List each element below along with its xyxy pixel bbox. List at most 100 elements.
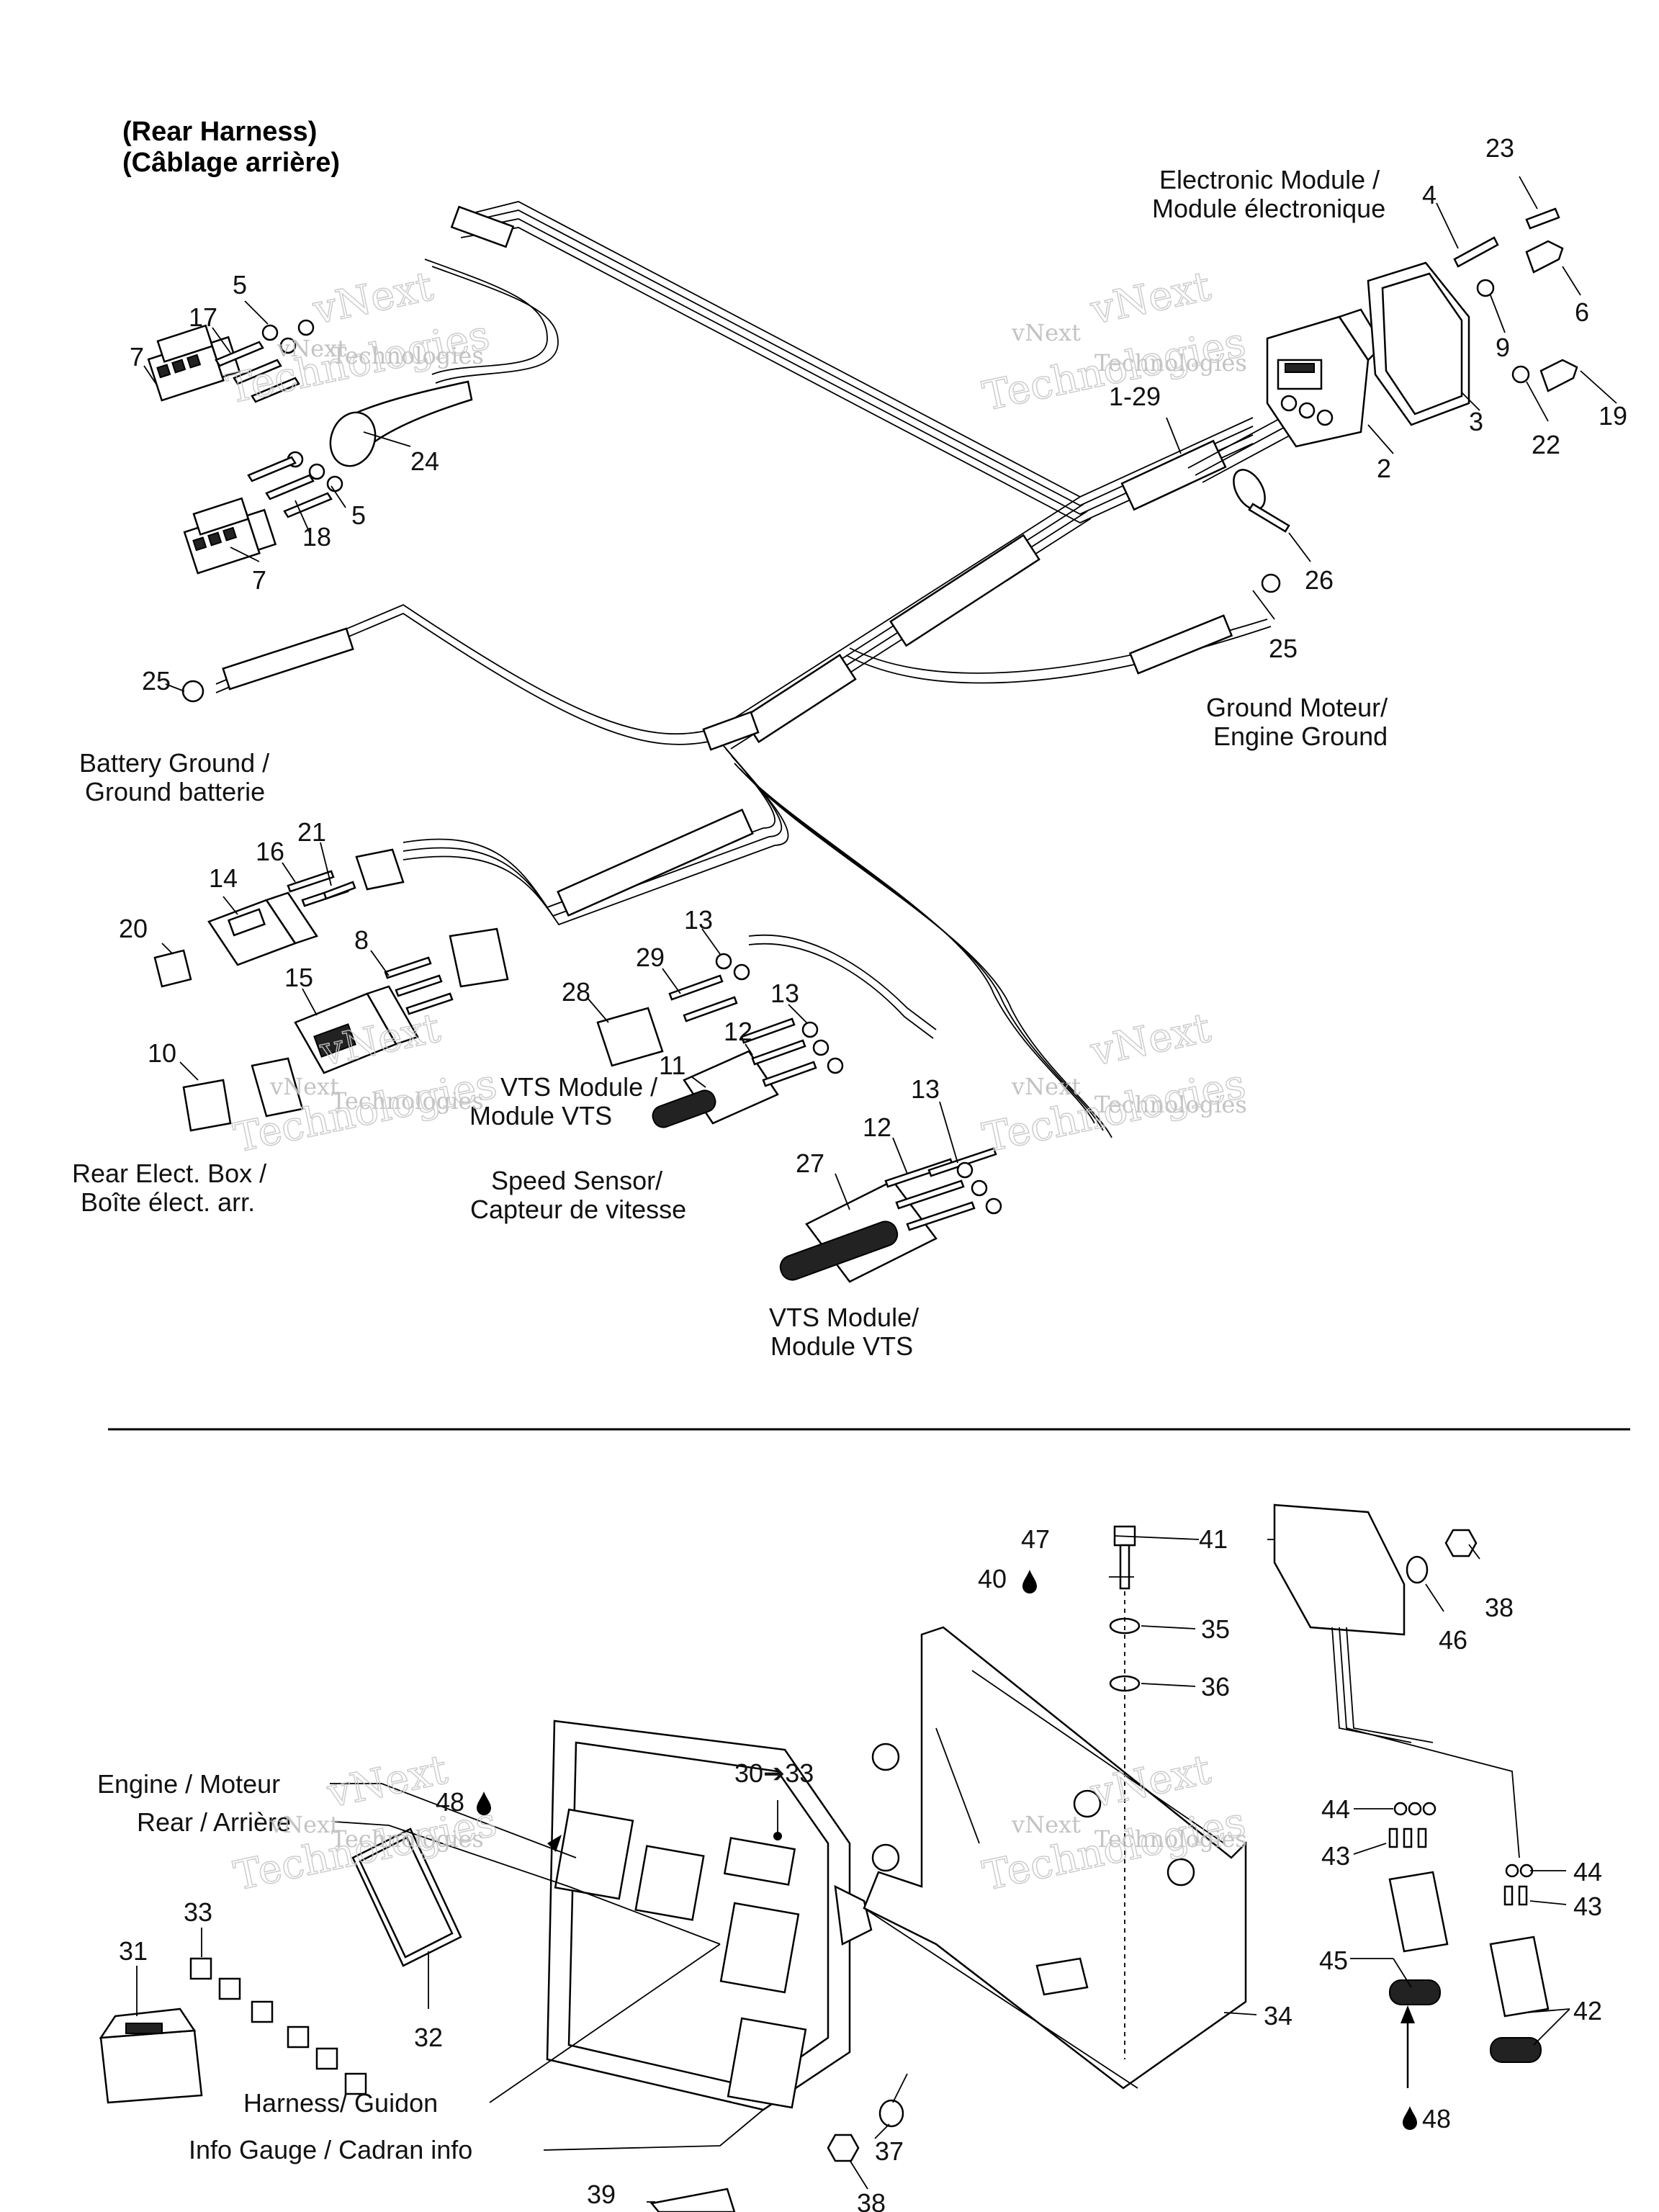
connector-45 <box>1388 1871 1449 2005</box>
watermark-vnext-2: vNext <box>1086 263 1215 334</box>
part-number-13-a: 13 <box>684 905 713 935</box>
watermark-technologies-small-6: Technologies <box>1094 1825 1247 1853</box>
watermark-technologies-small-3: Technologies <box>331 1087 484 1115</box>
watermark-technologies-small-5: Technologies <box>331 1825 484 1853</box>
plug-10 <box>182 1079 232 1132</box>
part-number-35: 35 <box>1201 1614 1230 1644</box>
gasket-3 <box>1367 261 1470 426</box>
connector-28 <box>596 1007 664 1067</box>
bolt-23 <box>1525 207 1560 230</box>
connector-group-upper-left <box>147 319 473 575</box>
plate-21 <box>355 848 405 891</box>
washer-37 <box>878 2099 904 2128</box>
watermark-vnext-small: vNext <box>276 335 346 362</box>
nut-38-lower <box>827 2134 860 2162</box>
part-number-36: 36 <box>1201 1672 1230 1701</box>
terminals-43-seals-44 <box>1388 1802 1534 1906</box>
tie-strap-26 <box>1233 469 1290 533</box>
label-rear-elect-box-en: Rear Elect. Box / <box>72 1159 266 1188</box>
watermark-vnext-small-2: vNext <box>1011 319 1081 346</box>
label-rear-elect-box-fr: Boîte élect. arr. <box>81 1187 255 1217</box>
part-number-38-lower: 38 <box>857 2188 886 2212</box>
part-number-46: 46 <box>1439 1625 1467 1655</box>
nut-9 <box>1476 279 1495 297</box>
connector-42 <box>1489 1936 1550 2063</box>
part-number-3: 3 <box>1469 407 1483 436</box>
bracket-20 <box>153 949 192 988</box>
part-number-17: 17 <box>189 302 217 332</box>
part-number-21: 21 <box>297 817 326 847</box>
part-number-7-upper: 7 <box>130 342 144 372</box>
watermark-vnext-small-3: vNext <box>269 1073 339 1100</box>
label-speed-sensor-en: Speed Sensor/ <box>491 1166 662 1195</box>
terminals-18 <box>247 456 333 518</box>
part-number-24: 24 <box>410 446 439 476</box>
part-number-26: 26 <box>1305 565 1334 595</box>
clip-39 <box>649 2188 736 2212</box>
seal-10 <box>251 1057 304 1118</box>
part-number-45: 45 <box>1319 1946 1348 1975</box>
part-number-25-battery: 25 <box>142 666 171 696</box>
part-number-22: 22 <box>1532 430 1560 459</box>
part-number-37: 37 <box>875 2136 904 2166</box>
battery-ground-ring <box>181 680 204 703</box>
label-electronic-module-en: Electronic Module / <box>1159 165 1380 194</box>
oil-drop-icon <box>1403 2106 1417 2130</box>
part-number-12-b: 12 <box>863 1112 891 1142</box>
connector-27 <box>779 1179 938 1283</box>
part-number-2: 2 <box>1377 454 1391 483</box>
part-number-9: 9 <box>1496 333 1510 362</box>
part-number-20: 20 <box>119 914 148 943</box>
part-number-13-c: 13 <box>911 1074 940 1104</box>
label-rear-arriere: Rear / Arrière <box>137 1807 291 1837</box>
terminal-19 <box>1539 359 1578 392</box>
label-harness-guidon: Harness/ Guidon <box>243 2088 438 2118</box>
part-number-12-a: 12 <box>724 1017 752 1046</box>
electronic-module-2 <box>1266 308 1384 448</box>
washer-46 <box>1406 1555 1429 1584</box>
callout-labels: Electronic Module / Module électronique … <box>72 165 1388 2164</box>
watermark-technologies-small-2: Technologies <box>1094 349 1247 377</box>
part-4 <box>1453 236 1499 268</box>
nut-22 <box>1511 365 1530 384</box>
label-speed-sensor-fr: Capteur de vitesse <box>470 1195 686 1224</box>
oil-drop-icon <box>1022 1570 1037 1593</box>
part-number-29: 29 <box>636 943 665 972</box>
part-number-41: 41 <box>1199 1524 1228 1554</box>
seal-5-upper <box>261 324 279 341</box>
part-number-25-engine: 25 <box>1269 634 1298 663</box>
label-engine-ground: Engine Ground <box>1213 721 1388 751</box>
leader-lines <box>136 176 1617 2203</box>
fuses-33 <box>189 1957 367 2095</box>
connector-15 <box>294 985 419 1074</box>
part-number-40: 40 <box>978 1564 1007 1593</box>
nut-38-upper <box>1444 1529 1478 1557</box>
gasket-32 <box>351 1827 462 1967</box>
part-number-11: 11 <box>659 1051 685 1080</box>
part-number-1-29: 1-29 <box>1109 382 1161 411</box>
connector-7-upper <box>147 324 241 402</box>
part-number-7-lower: 7 <box>252 565 266 595</box>
part-number-4: 4 <box>1422 180 1437 210</box>
part-number-23: 23 <box>1485 133 1514 163</box>
watermark-vnext-small-6: vNext <box>1011 1811 1081 1838</box>
part-number-13-b: 13 <box>770 979 799 1008</box>
part-number-43-left: 43 <box>1321 1841 1350 1871</box>
label-engine-moteur: Engine / Moteur <box>97 1769 280 1799</box>
part-number-34: 34 <box>1264 2001 1292 2031</box>
label-info-gauge: Info Gauge / Cadran info <box>189 2135 472 2164</box>
rear-elect-box-parts <box>153 848 509 1132</box>
part-number-47: 47 <box>1021 1524 1050 1554</box>
label-battery-ground-fr: Ground batterie <box>85 777 265 806</box>
title-rear-harness: (Rear Harness) <box>122 117 317 147</box>
part-number-15: 15 <box>284 963 313 992</box>
vts-speed-sensor-parts <box>596 953 1002 1283</box>
terminal-6 <box>1525 240 1564 274</box>
grommet-24 <box>329 380 473 467</box>
title-cablage-arriere: (Câblage arrière) <box>122 148 340 178</box>
block-8 <box>449 927 509 988</box>
connector-7-lower <box>183 497 277 575</box>
part-number-43-right: 43 <box>1573 1892 1602 1921</box>
watermark-vnext-4: vNext <box>1086 1004 1215 1076</box>
label-electronic-module-fr: Module électronique <box>1152 194 1385 223</box>
